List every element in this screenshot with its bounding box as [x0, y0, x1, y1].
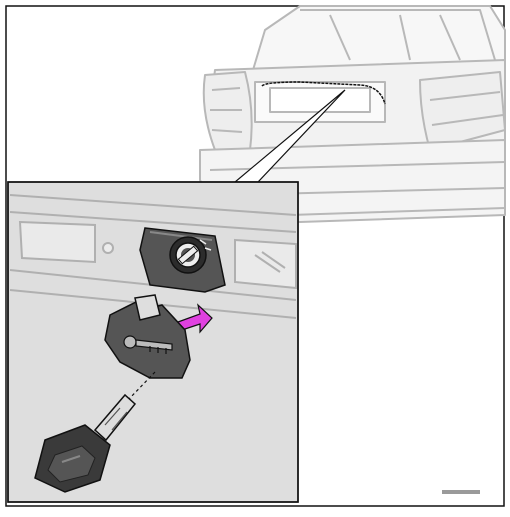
license-plate-badge	[269, 88, 371, 112]
scale-bar	[442, 490, 480, 494]
lock-cylinder-icon	[140, 228, 225, 292]
